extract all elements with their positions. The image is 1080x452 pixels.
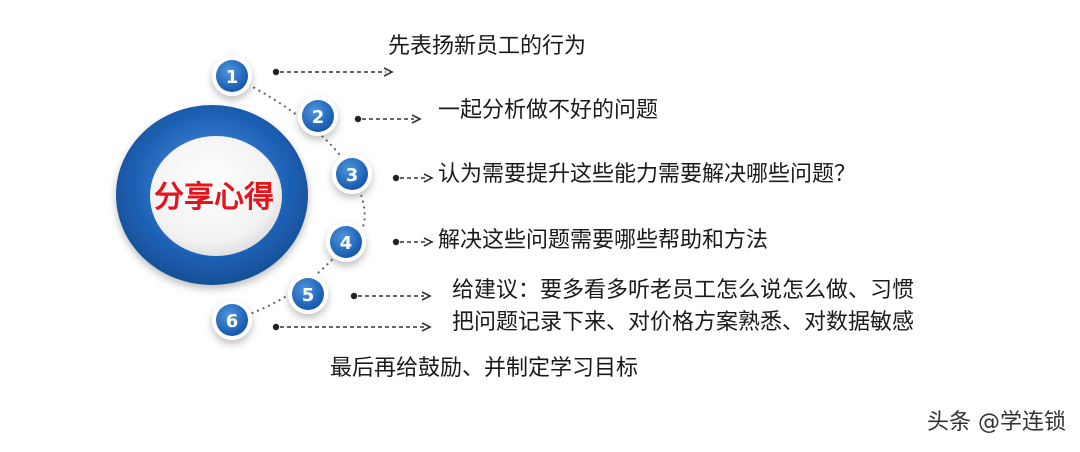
- step-badge-number: 4: [340, 233, 353, 254]
- connector-dot: [272, 68, 280, 76]
- step-badge-fill: [216, 60, 248, 92]
- step-text-2: 一起分析做不好的问题: [438, 98, 659, 123]
- connector-arrowhead: [423, 173, 434, 183]
- connector-arrowhead: [421, 322, 432, 332]
- step-text-5: 给建议：要多看多听老员工怎么说怎么做、习惯: [452, 278, 915, 303]
- connector-arrowhead: [383, 67, 394, 77]
- footer-text: 最后再给鼓励、并制定学习目标: [330, 356, 639, 381]
- step-text-4: 解决这些问题需要哪些帮助和方法: [438, 228, 769, 253]
- step-badge-3: 3: [332, 154, 372, 194]
- step-text-3: 认为需要提升这些能力需要解决哪些问题？: [438, 162, 857, 187]
- step-badge-5: 5: [288, 274, 328, 314]
- connector-arrow-3: [392, 173, 434, 183]
- step-text-1: 先表扬新员工的行为: [388, 34, 587, 59]
- step-badge-fill: [216, 304, 248, 336]
- center-label: 分享心得: [154, 180, 274, 215]
- connector-dot: [272, 323, 280, 331]
- connector-arrowhead: [423, 237, 434, 247]
- step-text-6: 把问题记录下来、对价格方案熟悉、对数据敏感: [452, 310, 915, 335]
- connector-arrowhead: [411, 114, 422, 124]
- connector-dot: [354, 115, 362, 123]
- connector-arrow-5: [350, 291, 432, 301]
- step-badge-6: 6: [212, 300, 252, 340]
- step-badge-number: 6: [226, 311, 239, 332]
- step-badge-number: 3: [346, 165, 359, 186]
- connector-arrowhead: [421, 291, 432, 301]
- connector-arrow-6: [272, 322, 432, 332]
- step-badge-fill: [292, 278, 324, 310]
- connector-dot: [392, 238, 400, 246]
- connector-dot: [392, 174, 400, 182]
- step-badge-number: 5: [302, 285, 315, 306]
- watermark: 头条 @学连锁: [927, 410, 1066, 435]
- step-badge-1: 1: [212, 56, 252, 96]
- step-badge-number: 2: [312, 107, 325, 128]
- step-badge-2: 2: [298, 96, 338, 136]
- step-badge-fill: [330, 226, 362, 258]
- connector-arrow-1: [272, 67, 394, 77]
- step-badge-fill: [302, 100, 334, 132]
- step-badge-number: 1: [226, 67, 239, 88]
- step-badge-4: 4: [326, 222, 366, 262]
- center-ring-inner: [150, 136, 282, 256]
- connector-dot: [350, 292, 358, 300]
- step-badge-fill: [336, 158, 368, 190]
- connector-arrow-4: [392, 237, 434, 247]
- connector-arrow-2: [354, 114, 422, 124]
